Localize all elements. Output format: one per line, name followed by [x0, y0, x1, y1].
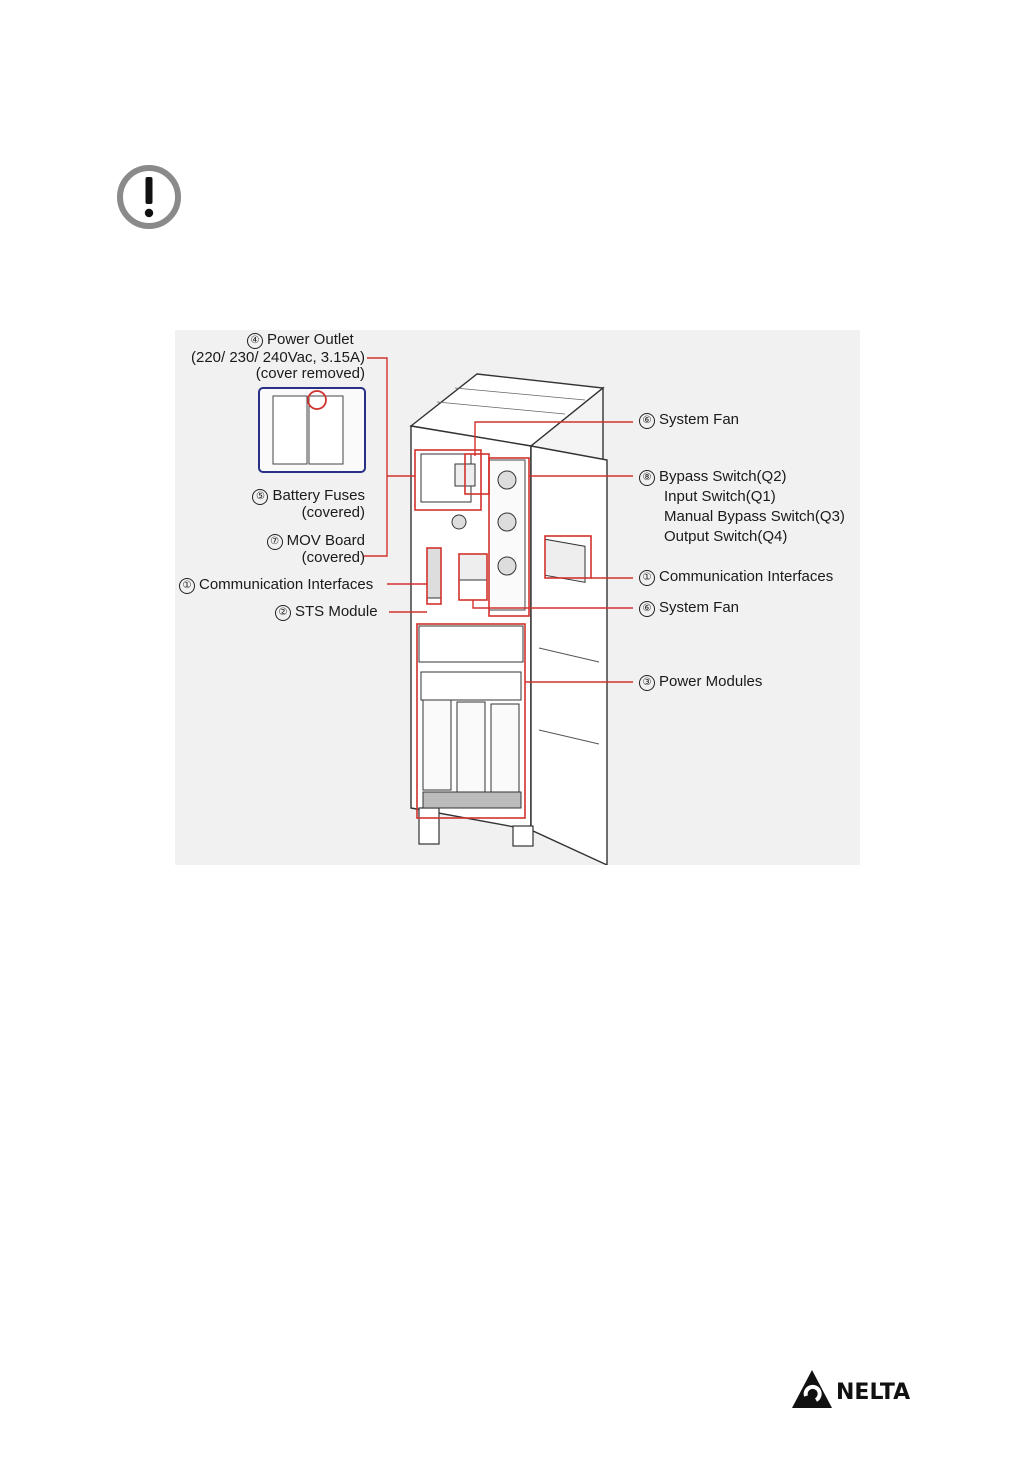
warning-icon [116, 164, 182, 230]
label-num: ⑤ [252, 489, 268, 505]
label-num: ① [639, 570, 655, 586]
label-text: MOV Board [287, 532, 365, 549]
logo-text: NELTA [836, 1380, 910, 1405]
label-num: ④ [247, 333, 263, 349]
label-sub: (220/ 230/ 240Vac, 3.15A) [191, 350, 365, 366]
label-text: System Fan [659, 411, 739, 428]
label-sub: (cover removed) [191, 366, 365, 382]
label-text: STS Module [295, 603, 378, 620]
label-sub: (covered) [252, 505, 365, 521]
label-num: ③ [639, 675, 655, 691]
label-text: Communication Interfaces [659, 568, 833, 585]
label-num: ⑦ [267, 534, 283, 550]
label-text: Battery Fuses [272, 487, 365, 504]
ups-cabinet-drawing [175, 330, 860, 865]
label-sub: Manual Bypass Switch(Q3) [639, 507, 845, 527]
label-num: ② [275, 605, 291, 621]
label-sub: Output Switch(Q4) [639, 527, 845, 547]
label-sub: Input Switch(Q1) [639, 487, 845, 507]
label-num: ⑥ [639, 413, 655, 429]
label-power-outlet-detail: (220/ 230/ 240Vac, 3.15A) (cover removed… [191, 350, 365, 382]
label-text: Bypass Switch(Q2) [659, 468, 787, 485]
label-text: Communication Interfaces [199, 576, 373, 593]
label-num: ① [179, 578, 195, 594]
label-num: ⑥ [639, 601, 655, 617]
label-text: Power Outlet [267, 331, 354, 348]
label-num: ⑧ [639, 470, 655, 486]
label-text: Power Modules [659, 673, 762, 690]
label-text: System Fan [659, 599, 739, 616]
label-sub: (covered) [267, 550, 365, 566]
